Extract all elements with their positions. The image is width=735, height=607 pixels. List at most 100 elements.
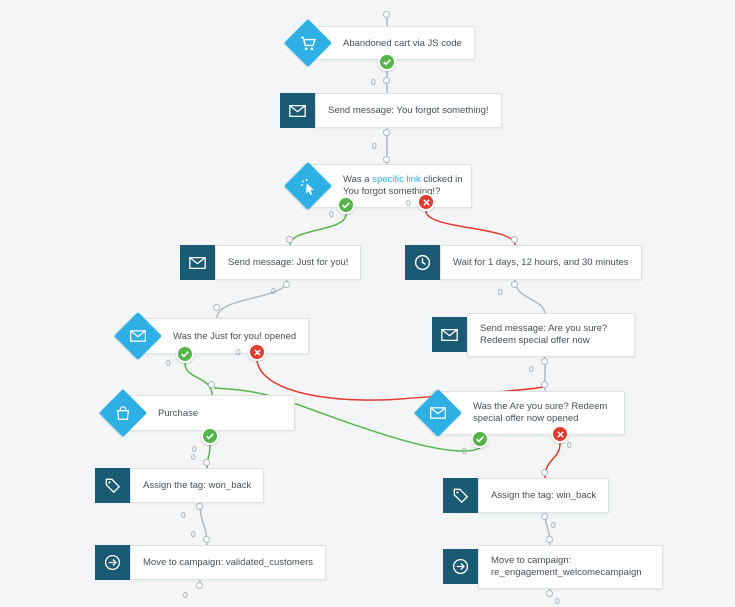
count-badge: 0: [462, 446, 467, 456]
action-node-icon[interactable]: [280, 93, 315, 128]
port[interactable]: [546, 536, 553, 543]
port[interactable]: [203, 459, 210, 466]
condition-node-icon[interactable]: [414, 389, 462, 437]
node-are-you-sure-opened[interactable]: Was the Are you sure? Redeem special off…: [432, 391, 625, 435]
port[interactable]: [541, 358, 548, 365]
count-badge: 0: [555, 596, 560, 606]
label-post: clicked in You forgot something!?: [343, 173, 463, 197]
count-badge: 0: [271, 286, 276, 296]
node-assign-won-back[interactable]: Assign the tag: won_back: [130, 468, 265, 503]
count-badge: 0: [181, 510, 186, 520]
x-icon: [556, 430, 564, 438]
node-label: Send message: Just for you!: [228, 257, 349, 268]
port[interactable]: [203, 536, 210, 543]
envelope-icon: [430, 407, 446, 419]
node-send-are-you-sure[interactable]: Send message: Are you sure? Redeem speci…: [467, 313, 635, 357]
count-badge: 0: [529, 364, 534, 374]
port[interactable]: [283, 281, 290, 288]
node-label: Assign the tag: won_back: [143, 480, 252, 491]
wire-wait-to-sendsure: [514, 279, 546, 316]
yes-port-linkcheck[interactable]: [337, 196, 355, 214]
port[interactable]: [383, 77, 390, 84]
port[interactable]: [286, 236, 293, 243]
condition-node-icon[interactable]: [284, 162, 332, 210]
condition-node-icon[interactable]: [99, 389, 147, 437]
node-move-validated-customers[interactable]: Move to campaign: validated_customers: [130, 545, 327, 580]
tag-icon: [105, 478, 120, 493]
port[interactable]: [541, 381, 548, 388]
count-badge: 0: [567, 440, 572, 450]
node-label: Move to campaign: validated_customers: [143, 557, 314, 568]
count-badge: 0: [329, 209, 334, 219]
node-move-reengagement[interactable]: Move to campaign: re_engagement_welcomec…: [478, 545, 663, 589]
arrow-right-circle-icon: [452, 558, 469, 575]
node-label: Was the Just for you! opened: [173, 330, 297, 342]
port[interactable]: [546, 590, 553, 597]
x-icon: [253, 348, 261, 356]
count-badge: 0: [372, 141, 377, 151]
clock-icon: [414, 254, 431, 271]
port[interactable]: [196, 503, 203, 510]
node-label: Send message: Are you sure? Redeem speci…: [480, 322, 608, 346]
port[interactable]: [213, 304, 220, 311]
yes-port-openedsure[interactable]: [471, 430, 489, 448]
node-send-forgot[interactable]: Send message: You forgot something!: [315, 93, 502, 128]
node-assign-win-back[interactable]: Assign the tag: win_back: [478, 478, 610, 513]
action-node-icon[interactable]: [443, 478, 478, 513]
port[interactable]: [208, 381, 215, 388]
node-label: Send message: You forgot something!: [328, 105, 489, 116]
action-node-icon[interactable]: [95, 545, 130, 580]
node-label: Purchase: [158, 407, 199, 419]
node-label: Assign the tag: win_back: [491, 490, 597, 501]
no-port-openedjust[interactable]: [248, 343, 266, 361]
node-label: Wait for 1 days, 12 hours, and 30 minute…: [453, 257, 629, 268]
count-badge: 0: [192, 444, 197, 454]
bag-icon: [116, 406, 130, 420]
check-icon: [181, 351, 189, 358]
port[interactable]: [541, 469, 548, 476]
node-wait[interactable]: Wait for 1 days, 12 hours, and 30 minute…: [440, 245, 642, 280]
label-pre: Was a: [343, 173, 373, 185]
yes-port-purchase[interactable]: [201, 427, 219, 445]
wire-yes-openedsure-to-purchase: [213, 387, 481, 452]
wire-sendjust-to-openedjust: [216, 279, 288, 319]
port[interactable]: [383, 129, 390, 136]
count-badge: 0: [191, 529, 196, 539]
entry-port[interactable]: [383, 11, 390, 18]
x-icon: [422, 198, 430, 206]
count-badge: 0: [236, 347, 241, 357]
envelope-icon: [189, 256, 206, 269]
port[interactable]: [511, 281, 518, 288]
node-send-just-for-you[interactable]: Send message: Just for you!: [215, 245, 362, 280]
check-icon: [342, 202, 350, 209]
count-badge: 0: [498, 287, 503, 297]
count-badge: 0: [551, 520, 556, 530]
yes-port-openedjust[interactable]: [176, 345, 194, 363]
check-icon: [476, 436, 484, 443]
success-port-trigger[interactable]: [378, 53, 396, 71]
node-label: Move to campaign: re_engagement_welcomec…: [491, 555, 642, 580]
condition-node-icon[interactable]: [114, 312, 162, 360]
count-badge: 0: [371, 77, 376, 87]
node-label: Was the Are you sure? Redeem special off…: [473, 400, 608, 424]
no-port-linkcheck[interactable]: [417, 193, 435, 211]
wire-yes-linkcheck-to-sendjust: [289, 213, 347, 246]
click-icon: [300, 178, 314, 195]
port[interactable]: [383, 156, 390, 163]
action-node-icon[interactable]: [405, 245, 440, 280]
trigger-node-icon[interactable]: [284, 19, 332, 67]
envelope-icon: [289, 104, 306, 117]
action-node-icon[interactable]: [95, 468, 130, 503]
count-badge: 0: [166, 358, 171, 368]
envelope-icon: [130, 330, 146, 342]
action-node-icon[interactable]: [180, 245, 215, 280]
no-port-openedsure[interactable]: [551, 425, 569, 443]
wire-no-linkcheck-to-wait: [425, 210, 516, 246]
port[interactable]: [511, 236, 518, 243]
action-node-icon[interactable]: [443, 549, 478, 584]
port[interactable]: [541, 513, 548, 520]
node-label: Was a specific link clicked in You forgo…: [343, 174, 463, 199]
port[interactable]: [196, 582, 203, 589]
action-node-icon[interactable]: [432, 317, 467, 352]
